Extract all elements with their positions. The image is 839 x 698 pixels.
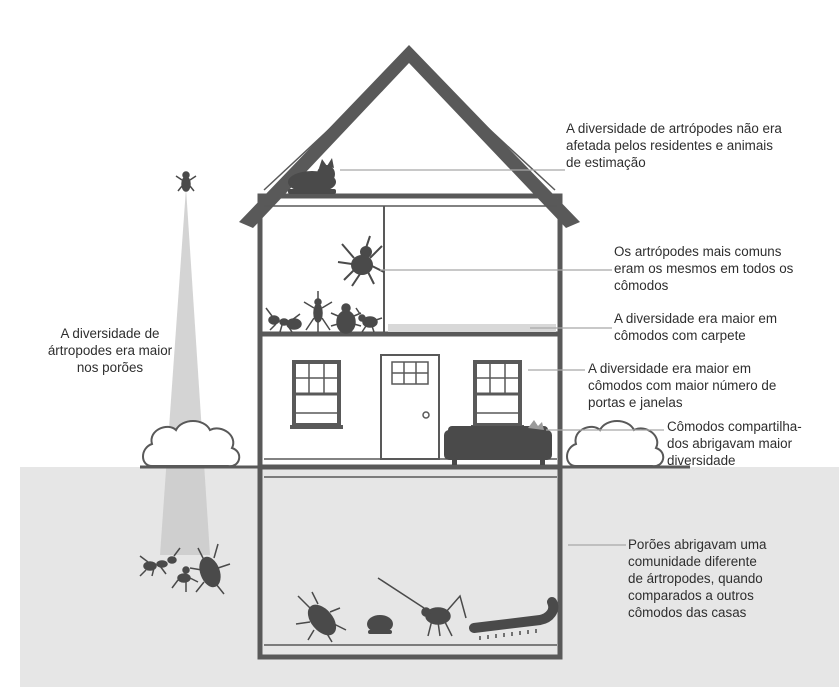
sofa-icon — [444, 420, 552, 465]
annotation-shared-rooms: Cômodos compartilha- dos abrigavam maior… — [667, 419, 802, 468]
window-icon — [290, 360, 343, 429]
cockroach-icon — [189, 543, 231, 595]
roof — [239, 45, 580, 228]
ground — [20, 467, 839, 687]
mosquito-icon — [303, 291, 333, 332]
pillbug-icon — [367, 615, 393, 634]
leader-lines — [340, 169, 664, 546]
beetle-icon — [330, 303, 362, 334]
bush-icon — [140, 420, 258, 469]
bush-icon — [562, 420, 690, 469]
ant-icon — [139, 547, 181, 577]
mosquito-icon — [171, 566, 199, 592]
millipede-icon — [469, 597, 559, 640]
cockroach-icon — [295, 591, 347, 643]
door-icon — [380, 354, 440, 460]
spider-icon — [337, 235, 385, 287]
annotation-doors-windows: A diversidade era maior em cômodos com m… — [588, 361, 777, 410]
cricket-icon — [377, 577, 467, 637]
window-icon — [471, 360, 524, 429]
fly-icon — [175, 171, 197, 192]
annotation-outside: A diversidade de ártropodes era maior no… — [47, 326, 173, 375]
annotation-carpet: A diversidade era maior em cômodos com c… — [614, 311, 777, 343]
cat-icon — [288, 158, 336, 194]
annotation-common-arthropods: Os artrópodes mais comuns eram os mesmos… — [614, 244, 794, 293]
ant-icon — [265, 307, 302, 333]
carpet — [388, 324, 556, 332]
fly-icon — [355, 307, 383, 333]
annotation-basement: Porões abrigavam uma comunidade diferent… — [628, 537, 767, 620]
annotation-attic: A diversidade de artrópodes não era afet… — [566, 121, 782, 170]
